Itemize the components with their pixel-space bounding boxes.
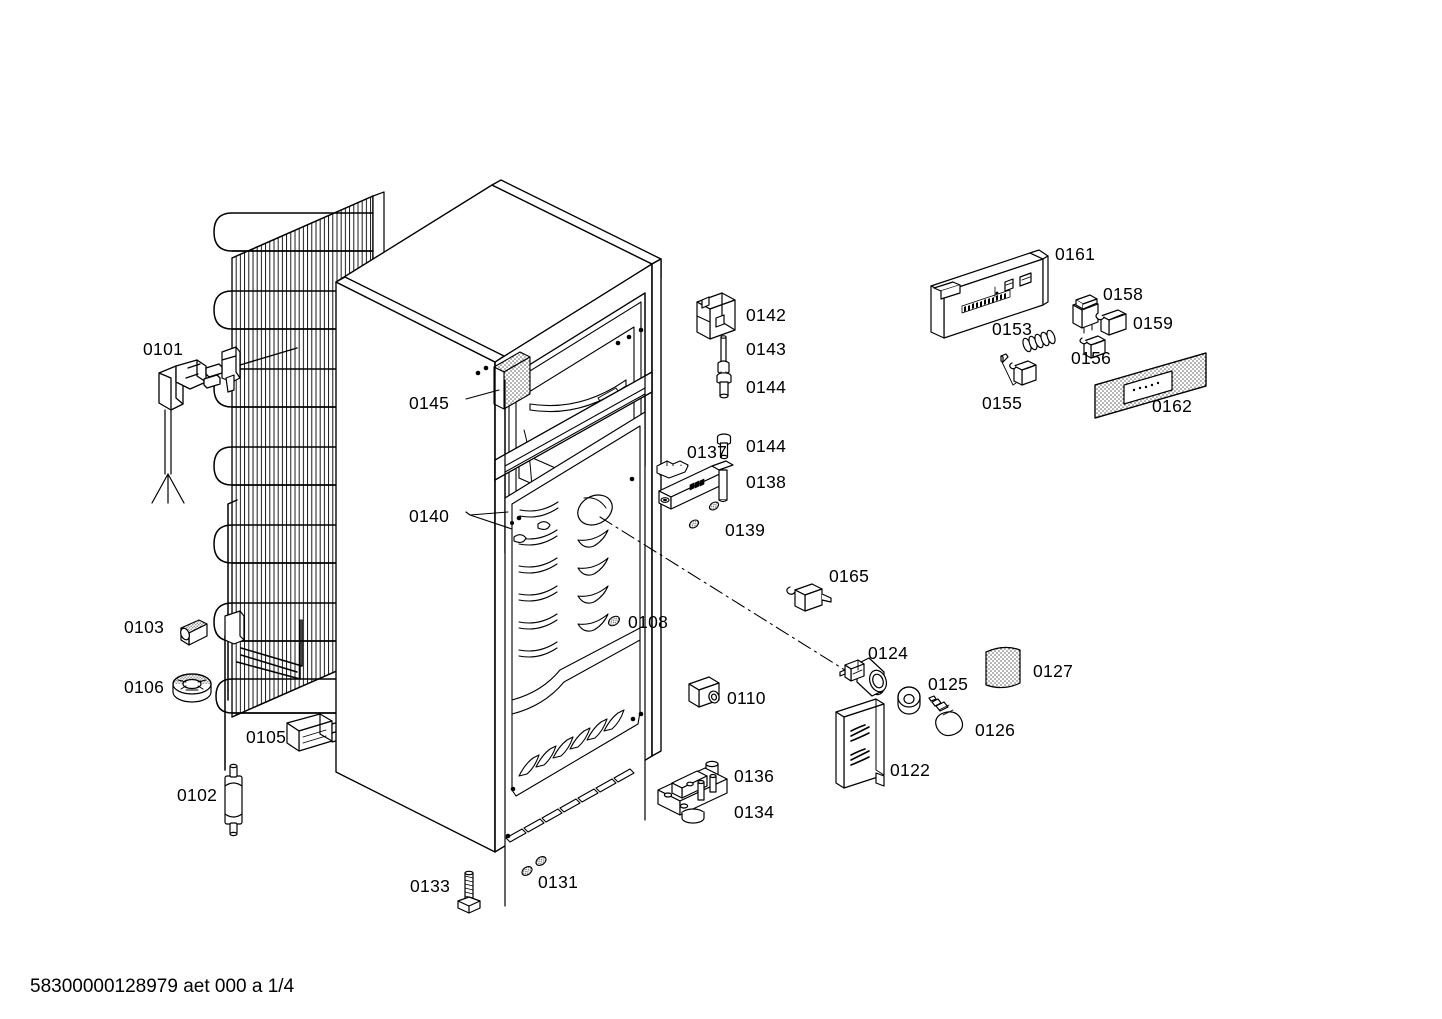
part-label-0140: 0140 <box>409 506 450 526</box>
part-label-0131: 0131 <box>538 872 579 892</box>
terminal-block-part <box>286 713 343 752</box>
part-label-0153: 0153 <box>992 319 1033 339</box>
part-0155 <box>1000 353 1037 386</box>
rubber-sleeve-part <box>180 619 208 646</box>
part-0165 <box>786 583 832 612</box>
part-label-0142: 0142 <box>746 305 787 325</box>
part-label-0124: 0124 <box>868 643 909 663</box>
part-label-0143: 0143 <box>746 339 787 359</box>
part-label-0161: 0161 <box>1055 244 1096 264</box>
part-0137 <box>656 460 689 479</box>
part-label-0155: 0155 <box>982 393 1023 413</box>
part-0133 <box>457 870 481 914</box>
part-label-0110: 0110 <box>727 688 766 708</box>
part-label-0126: 0126 <box>975 720 1016 740</box>
part-0110 <box>688 676 720 708</box>
part-label-0144-upper: 0144 <box>746 377 787 397</box>
part-label-0162: 0162 <box>1152 396 1193 416</box>
part-0139 <box>688 501 720 529</box>
part-0138 <box>658 460 734 510</box>
part-label-0159: 0159 <box>1133 313 1174 333</box>
part-label-0165: 0165 <box>829 566 870 586</box>
part-0153 <box>1022 329 1056 353</box>
part-label-0108: 0108 <box>628 612 669 632</box>
part-label-0145: 0145 <box>409 393 450 413</box>
part-0158 <box>1072 294 1099 334</box>
part-label-0122: 0122 <box>890 760 931 780</box>
part-label-0105: 0105 <box>246 727 287 747</box>
part-label-0138: 0138 <box>746 472 787 492</box>
power-cord-part <box>151 359 223 504</box>
part-label-0139: 0139 <box>725 520 766 540</box>
part-0108 <box>608 615 620 627</box>
part-0159 <box>1095 309 1127 336</box>
part-label-0136: 0136 <box>734 766 775 786</box>
part-0162 <box>1094 352 1207 419</box>
leader-lines <box>465 389 513 530</box>
part-0142 <box>696 292 736 340</box>
drain-cap-part <box>172 673 212 703</box>
part-0156 <box>1079 335 1106 359</box>
refrigerator-cabinet <box>335 179 662 907</box>
assembly-axis-line <box>599 516 849 673</box>
part-0144-upper <box>716 372 732 399</box>
part-0122 <box>835 698 885 789</box>
part-0124 <box>839 657 888 697</box>
part-label-0137: 0137 <box>687 442 728 462</box>
part-0131 <box>521 856 547 876</box>
part-0144-lower <box>716 433 732 460</box>
part-label-0127: 0127 <box>1033 661 1074 681</box>
part-0126 <box>928 695 964 737</box>
part-label-0144-lower: 0144 <box>746 436 787 456</box>
part-0127 <box>985 646 1021 689</box>
part-0134 <box>657 767 728 824</box>
part-label-0156: 0156 <box>1071 348 1112 368</box>
evaporator-cover-0145 <box>493 351 531 410</box>
part-label-0106: 0106 <box>124 677 165 697</box>
part-label-0102: 0102 <box>177 785 218 805</box>
part-label-0101: 0101 <box>143 339 184 359</box>
part-label-0133: 0133 <box>410 876 451 896</box>
part-label-0158: 0158 <box>1103 284 1144 304</box>
part-label-0103: 0103 <box>124 617 165 637</box>
sheet-footer-text: 58300000128979 aet 000 a 1/4 <box>30 976 295 997</box>
part-0161 <box>930 249 1049 339</box>
part-label-0134: 0134 <box>734 802 775 822</box>
filter-drier-part <box>224 763 243 837</box>
part-label-0125: 0125 <box>928 674 969 694</box>
part-0125 <box>897 686 921 715</box>
